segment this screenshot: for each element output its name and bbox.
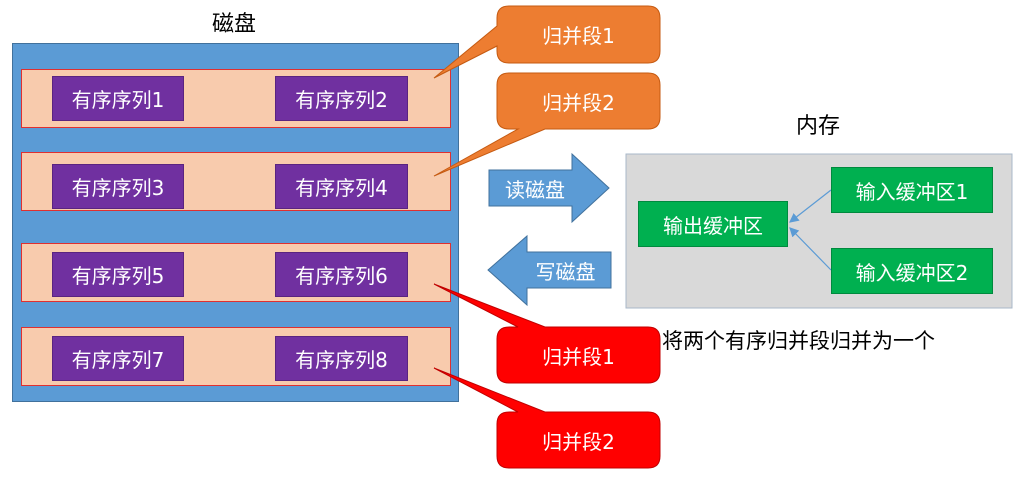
sequence-6: 有序序列6	[275, 252, 408, 297]
sequence-4: 有序序列4	[275, 164, 408, 209]
callout-bottom-2: 归并段2	[542, 429, 615, 454]
callout-top-1-shape	[433, 5, 661, 79]
sequence-7: 有序序列7	[52, 336, 184, 381]
sequence-8: 有序序列8	[275, 336, 408, 381]
memory-title: 内存	[796, 114, 841, 139]
callout-bottom-2-shape	[433, 367, 661, 469]
read-disk-arrow-shape	[488, 152, 610, 224]
callout-top-1: 归并段1	[542, 24, 615, 48]
sequence-5: 有序序列5	[52, 252, 184, 297]
write-disk-label: 写磁盘	[535, 259, 596, 284]
callout-bottom-1-shape	[433, 283, 661, 384]
sequence-3: 有序序列3	[52, 164, 184, 209]
callout-top-2: 归并段2	[542, 90, 615, 115]
memory-caption: 将两个有序归并段归并为一个	[662, 329, 935, 353]
callout-bottom-1: 归并段1	[542, 344, 615, 369]
input2-to-output-connector	[789, 227, 832, 271]
sequence-2: 有序序列2	[275, 76, 408, 121]
sequence-1: 有序序列1	[52, 76, 184, 121]
input-buffer-1: 输入缓冲区1	[831, 167, 993, 213]
output-buffer: 输出缓冲区	[638, 201, 788, 247]
write-disk-arrow-shape	[487, 234, 612, 307]
callout-top-2-shape	[433, 72, 661, 177]
input1-to-output-connector	[789, 189, 832, 223]
disk-title: 磁盘	[212, 12, 257, 37]
read-disk-label: 读磁盘	[505, 177, 565, 202]
input-buffer-2: 输入缓冲区2	[831, 248, 993, 294]
